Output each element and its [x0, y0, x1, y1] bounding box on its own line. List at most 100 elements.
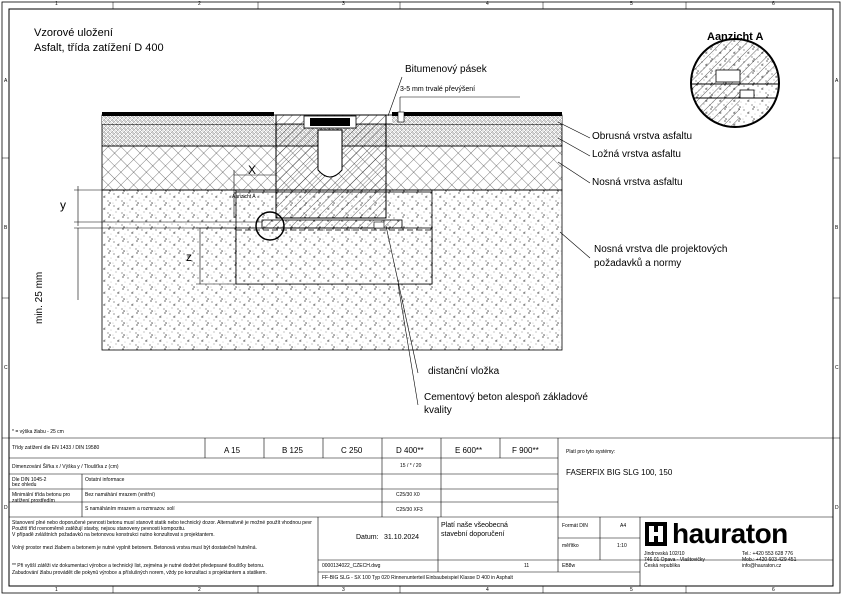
- detail-title: Aanzicht A: [707, 31, 764, 43]
- row-exposure-a: Minimální třída betonu pro: [12, 492, 71, 498]
- email: info@hauraton.cz: [742, 563, 782, 569]
- label-binder-course: Ložná vrstva asfaltu: [592, 149, 681, 160]
- grid-row-c-right: C: [835, 365, 839, 371]
- grid-col-3-bottom: 3: [342, 587, 345, 593]
- grid-row-d: D: [4, 505, 8, 511]
- label-subbase-1: Nosná vrstva dle projektových: [594, 244, 728, 255]
- title-line-2: Asfalt, třída zatížení D 400: [34, 42, 164, 54]
- grid-row-a-right: A: [835, 78, 839, 84]
- row-rc-a: Dle DIN 1045-2: [12, 477, 47, 483]
- label-spacer: distanční vložka: [428, 366, 500, 377]
- grid-col-6: 6: [772, 1, 775, 7]
- detail-circle: [690, 38, 780, 128]
- grid-row-d-right: D: [835, 505, 839, 511]
- detail-view-a: [691, 39, 779, 127]
- grid-row-b-right: B: [835, 225, 839, 231]
- dim-x: X: [248, 163, 257, 177]
- valid-line-2: stavební doporučení: [441, 531, 505, 538]
- grid-col-2-bottom: 2: [198, 587, 201, 593]
- file-number: 0000134022_CZECH.dwg: [322, 563, 381, 569]
- label-base-course: Nosná vrstva asfaltu: [592, 177, 683, 188]
- title-block-grid: [9, 437, 833, 586]
- concrete-c2: C25/30 XF3: [396, 507, 423, 513]
- title-line-1: Vzorové uložení: [34, 27, 113, 39]
- footnote: * = výška žlabu - 25 cm: [12, 429, 64, 435]
- valid-line-1: Platí naše všeobecná: [441, 522, 508, 529]
- address-3: Česká republika: [644, 563, 680, 569]
- grid-row-a: A: [4, 78, 8, 84]
- row-dimensions: Dimenzování Šířka x / Výška y / Tloušťka…: [12, 464, 119, 470]
- address-1: Jindrovská 102/10: [644, 551, 685, 557]
- row-rc-note: Ostatní informace: [85, 477, 125, 483]
- concrete-c1: C25/30 X0: [396, 492, 420, 498]
- leader-lines: [385, 76, 591, 406]
- grid-col-4: 4: [486, 1, 489, 7]
- row-frost: Bez namáhání mrazem (vnitřní): [85, 492, 156, 498]
- wearing-course-left: [102, 115, 274, 124]
- applies-to: Platí pro tyto systémy:: [566, 449, 616, 455]
- file-col: 11: [524, 563, 530, 569]
- row-exposure-b: zatížení prostředím: [12, 498, 55, 504]
- grid-col-5: 5: [630, 1, 633, 7]
- note-5: ** Při vyšší zátěži viz dokumentaci výro…: [12, 563, 265, 569]
- concrete-foundation: [235, 227, 433, 285]
- overlap-marker: [397, 111, 405, 123]
- channel-invert: [317, 129, 343, 178]
- class-e600: E 600**: [455, 446, 483, 455]
- wearing-course-right: [392, 115, 562, 124]
- note-6: Zabudování žlabu provádět dle pokynů výr…: [12, 570, 267, 576]
- label-concrete-2: kvality: [424, 405, 452, 416]
- format-label: Formát DIN: [562, 523, 588, 529]
- note-1: Stanovení plné nebo doporučené pevnosti …: [12, 520, 312, 526]
- surface-seal-left: [102, 112, 274, 116]
- dim-z: z: [186, 250, 192, 264]
- surface-seal-right: [392, 112, 562, 116]
- class-a15: A 15: [224, 446, 241, 455]
- label-overlap: 3-5 mm trvalé převýšení: [400, 86, 476, 93]
- grid-col-5-bottom: 5: [630, 587, 633, 593]
- note-4: Volný prostor mezi žlabem a betonem je n…: [12, 545, 257, 551]
- class-f900: F 900**: [512, 446, 539, 455]
- grid-row-b: B: [4, 225, 8, 231]
- spacer-block: [373, 221, 385, 229]
- class-header: Třídy zatížení dle EN 1433 / DIN 19580: [12, 445, 100, 451]
- grid-col-2: 2: [198, 1, 201, 7]
- label-aanzicht-small: Aanzicht A: [232, 194, 256, 200]
- dims-value: 15 / * / 20: [400, 463, 422, 469]
- row-frost-salt: S namáháním mrazem a rozmrazov. solí: [85, 506, 175, 512]
- scale-value: 1:10: [617, 543, 627, 549]
- hauraton-logo-icon: [645, 522, 667, 546]
- phone: Tel.: +420 553 628 776: [742, 551, 794, 557]
- grating-bars: [310, 118, 350, 126]
- label-bitumen-strip: Bitumenový pásek: [405, 64, 487, 75]
- grid-row-c: C: [4, 365, 8, 371]
- mobile: Mob.: +420 603 429 451: [742, 557, 797, 563]
- class-c250: C 250: [341, 446, 363, 455]
- address-2: 746 01 Opava - Vlaštovičky: [644, 557, 705, 563]
- date-value: 31.10.2024: [384, 534, 420, 541]
- date-label: Datum:: [356, 534, 379, 541]
- class-d400: D 400**: [396, 446, 424, 455]
- inner-frame: [8, 8, 834, 587]
- grid-col-6-bottom: 6: [772, 587, 775, 593]
- class-b125: B 125: [282, 446, 303, 455]
- scale-label: měřítko: [562, 543, 579, 549]
- system-name: FASERFIX BIG SLG 100, 150: [566, 468, 673, 477]
- note-3: V případě zvláštních požadavků na betono…: [12, 532, 215, 538]
- row-rc-b: bez ohledu: [12, 482, 37, 488]
- dim-y: y: [60, 198, 66, 212]
- label-concrete-1: Cementový beton alespoň základové: [424, 392, 588, 403]
- grid-col-4-bottom: 4: [486, 587, 489, 593]
- dimension-lines: [74, 170, 276, 300]
- author: EB8w: [562, 563, 576, 569]
- channel-foot: [261, 219, 403, 229]
- note-2: Použití tříd rovnoměrně zatěžují stavby,…: [12, 526, 186, 532]
- label-wearing-course: Obrusná vrstva asfaltu: [592, 131, 693, 142]
- brand-name: hauraton: [672, 518, 788, 549]
- dim-min-25: min. 25 mm: [34, 271, 45, 324]
- drawing-title: FF-BIG SLG - SX 100 Typ 020 Rinnenuntert…: [322, 575, 513, 581]
- grid-col-3: 3: [342, 1, 345, 7]
